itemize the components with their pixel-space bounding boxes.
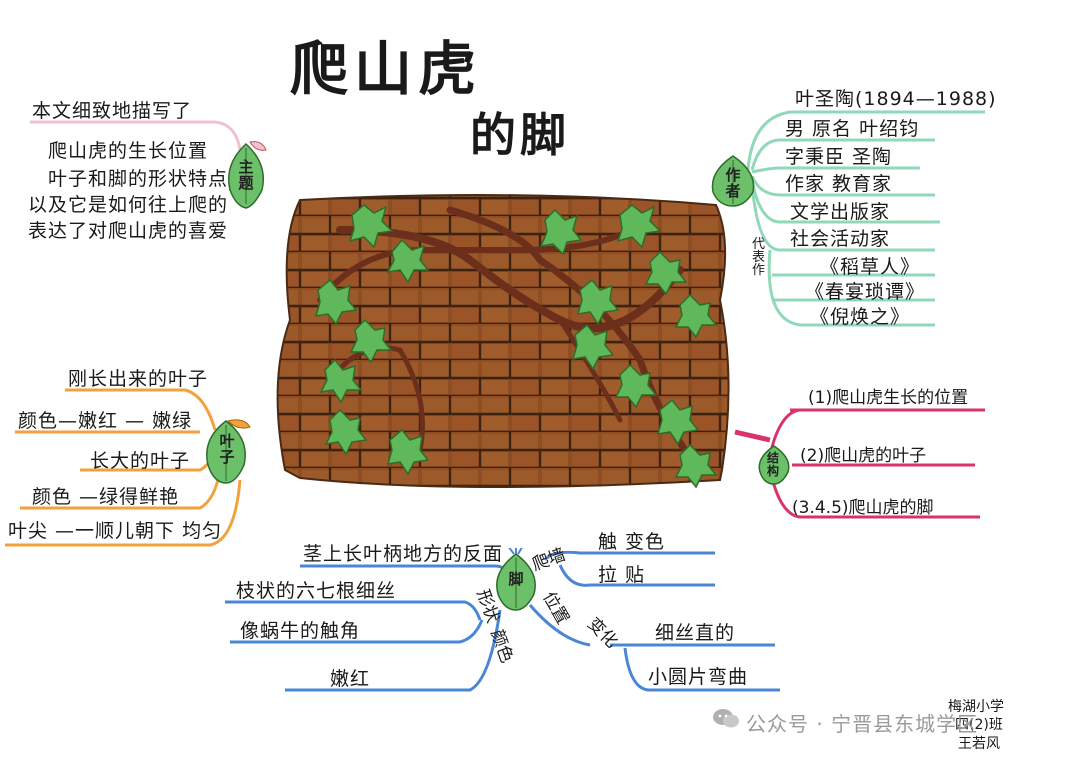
author-works-label: 代表作 bbox=[752, 237, 766, 278]
leaf-branch-leaf-icon bbox=[206, 419, 251, 484]
foot-shape-item-1: 枝状的六七根细丝 bbox=[236, 580, 397, 602]
foot-leaf-icon bbox=[496, 548, 536, 611]
leaf-branch-label: 叶子 bbox=[219, 432, 235, 466]
theme-line-5: 表达了对爬山虎的喜爱 bbox=[28, 220, 229, 242]
title-line-1: 爬山虎 bbox=[290, 35, 483, 103]
signature-school: 梅湖小学 bbox=[948, 699, 1004, 715]
theme-line-1: 本文细致地描写了 bbox=[32, 100, 193, 122]
theme-leaf-icon bbox=[228, 141, 267, 209]
leaf-item-5: 叶尖 —一顺儿朝下 均匀 bbox=[8, 520, 223, 542]
leaf-item-1: 刚长出来的叶子 bbox=[68, 368, 209, 390]
author-item-3: 作家 教育家 bbox=[785, 173, 893, 195]
author-item-5: 社会活动家 bbox=[790, 228, 891, 250]
author-item-1: 男 原名 叶绍钧 bbox=[785, 118, 920, 140]
foot-position-text: 茎上长叶柄地方的反面 bbox=[303, 543, 504, 565]
leaf-item-4: 颜色 —绿得鲜艳 bbox=[32, 486, 180, 508]
watermark-text: 公众号 · 宁晋县东城学区 bbox=[746, 712, 979, 736]
structure-item-3: (3.4.5)爬山虎的脚 bbox=[792, 498, 934, 518]
structure-leaf-icon bbox=[758, 445, 790, 485]
foot-climb-item-1: 触 变色 bbox=[598, 531, 666, 553]
signature-class: 四(2)班 bbox=[955, 717, 1003, 733]
theme-line-3: 叶子和脚的形状特点 bbox=[48, 168, 229, 190]
author-item-4: 文学出版家 bbox=[790, 201, 891, 223]
author-leaf-icon bbox=[711, 155, 755, 207]
foot-climb-item-2: 拉 贴 bbox=[598, 564, 646, 586]
structure-label: 结构 bbox=[766, 451, 779, 478]
foot-change-item-1: 细丝直的 bbox=[655, 622, 736, 644]
theme-label: 主题 bbox=[238, 158, 254, 192]
wall-leaves bbox=[314, 204, 718, 489]
leaf-item-2: 颜色—嫩红 — 嫩绿 bbox=[18, 410, 193, 432]
author-item-2: 字秉臣 圣陶 bbox=[785, 146, 893, 168]
author-work-3: 《倪焕之》 bbox=[810, 306, 911, 328]
author-work-1: 《稻草人》 bbox=[820, 256, 921, 278]
foot-change-item-2: 小圆片弯曲 bbox=[648, 666, 749, 688]
title-line-2: 的脚 bbox=[470, 108, 570, 162]
signature-name: 王若风 bbox=[958, 736, 1000, 752]
foot-label: 脚 bbox=[508, 570, 524, 588]
author-work-2: 《春宴琐谭》 bbox=[805, 281, 926, 303]
author-header: 叶圣陶(1894—1988) bbox=[795, 88, 997, 110]
structure-item-1: (1)爬山虎生长的位置 bbox=[808, 388, 969, 408]
theme-line-2: 爬山虎的生长位置 bbox=[48, 140, 209, 162]
theme-line-4: 以及它是如何往上爬的 bbox=[28, 194, 229, 216]
author-branch-lines bbox=[746, 110, 985, 327]
foot-color-text: 嫩红 bbox=[330, 668, 371, 690]
foot-shape-item-2: 像蜗牛的触角 bbox=[240, 620, 361, 642]
author-label: 作者 bbox=[725, 166, 741, 200]
leaf-item-3: 长大的叶子 bbox=[90, 450, 191, 472]
theme-branch-lines bbox=[30, 120, 242, 151]
structure-item-2: (2)爬山虎的叶子 bbox=[800, 446, 927, 466]
wechat-icon bbox=[713, 709, 739, 728]
